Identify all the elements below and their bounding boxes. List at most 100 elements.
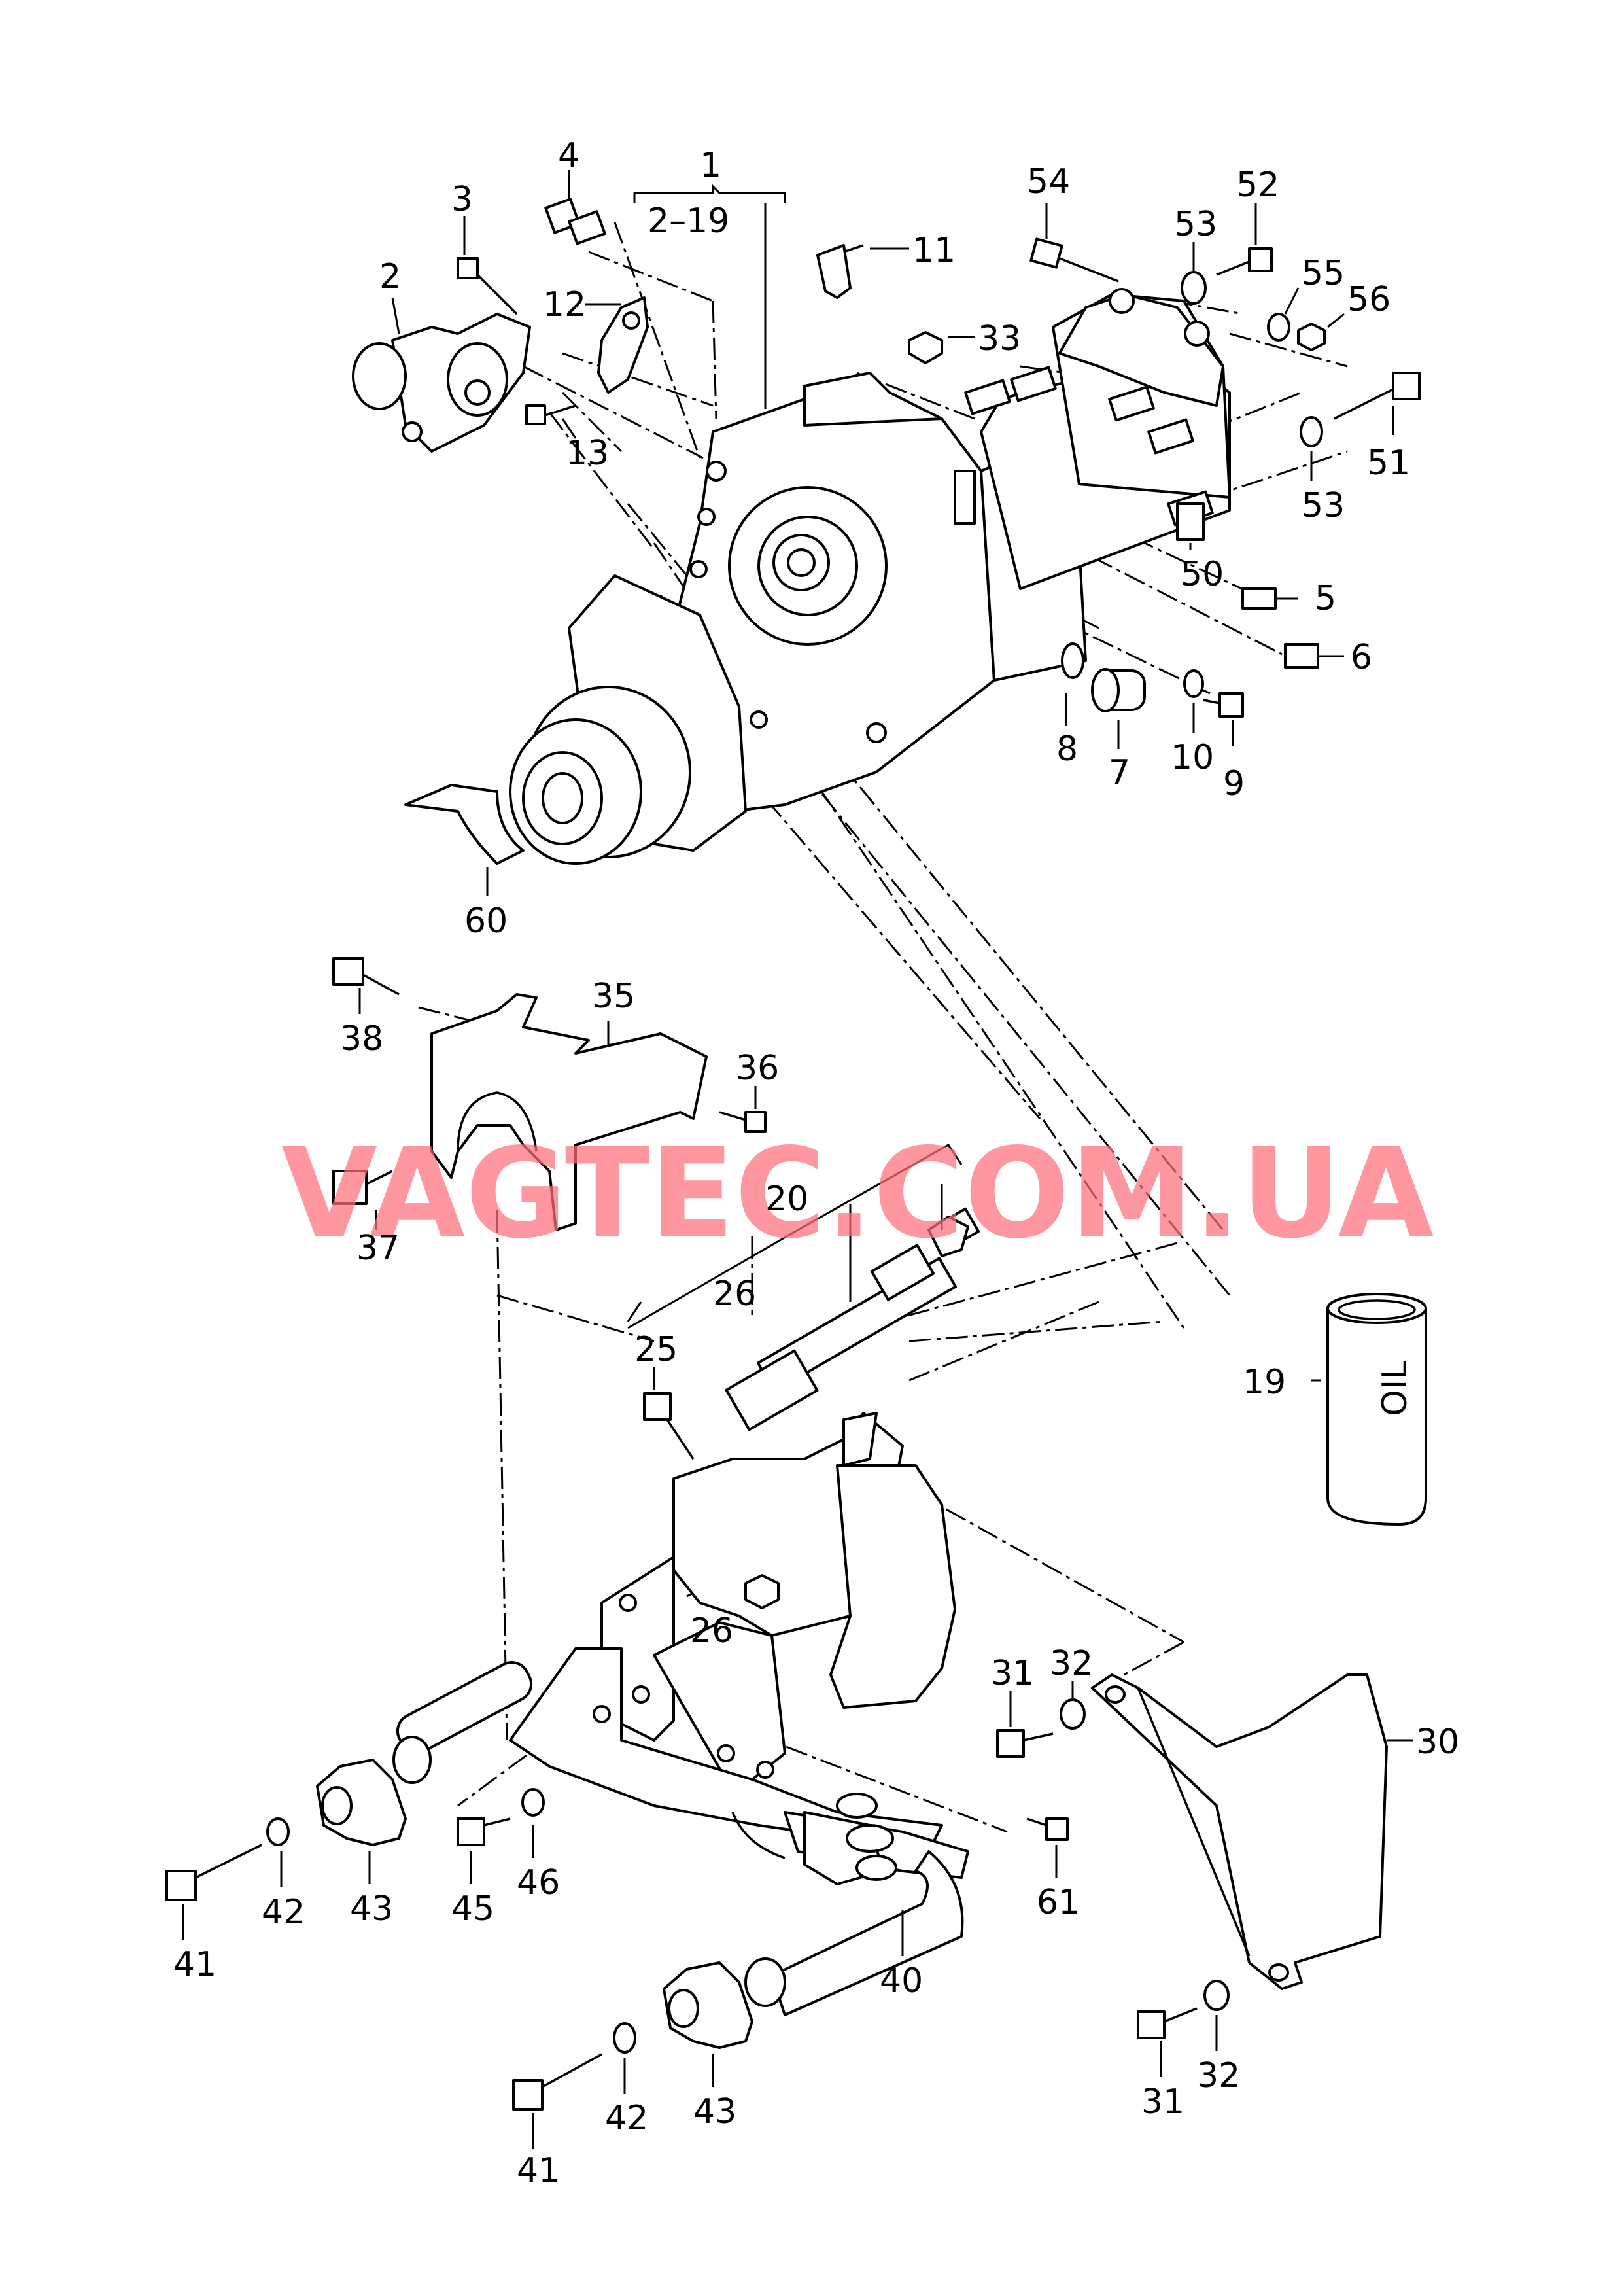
callout-42-lower: 42 (605, 2099, 648, 2138)
callout-13: 13 (566, 434, 609, 473)
callout-46: 46 (517, 1863, 560, 1902)
part-38-bolt (332, 957, 400, 1014)
part-41-bolt-lower (512, 2053, 602, 2149)
part-54-bolt (1029, 203, 1119, 283)
callout-10: 10 (1171, 738, 1214, 777)
callout-31-upper: 31 (991, 1654, 1034, 1693)
callout-56: 56 (1347, 280, 1391, 319)
callout-53-lower: 53 (1302, 486, 1345, 525)
part-43-bushing-upper (316, 1759, 407, 1884)
part-51-bolt (1334, 372, 1421, 435)
callout-30: 30 (1416, 1723, 1459, 1762)
part-37-bolt (332, 1170, 393, 1230)
part-26-nut (744, 1574, 780, 1609)
part-30-heat-shield (1091, 1673, 1413, 1990)
part-36-bolt (719, 1086, 767, 1133)
callout-38: 38 (340, 1019, 383, 1059)
callout-3: 3 (451, 180, 473, 219)
transfer-case-housing (509, 288, 1231, 865)
callout-12: 12 (543, 285, 586, 324)
part-5-plug (1241, 587, 1298, 610)
callout-labels: 1 2–19 2 3 4 5 6 7 8 9 10 11 12 13 19 20… (173, 136, 1459, 2190)
callout-40: 40 (880, 1961, 923, 2001)
group-label-bracket (633, 184, 786, 409)
part-13-bolt (525, 404, 577, 439)
part-53-washer-bottom (1300, 416, 1323, 481)
callout-32-lower: 32 (1197, 2056, 1240, 2095)
callout-4: 4 (558, 136, 579, 175)
part-46-washer (521, 1788, 545, 1858)
callout-43-lower: 43 (693, 2092, 736, 2131)
callout-36: 36 (736, 1049, 779, 1088)
part-42-washer-upper (266, 1817, 290, 1887)
part-40-crossmember (392, 1412, 969, 2016)
part-25-bolt (643, 1367, 695, 1460)
part-50-dowel (1176, 502, 1205, 550)
part-19-oil-can: OIL (1311, 1293, 1427, 1526)
part-53-washer-top (1181, 242, 1207, 305)
part-9-bolt (1203, 692, 1244, 746)
part-7-cap (1091, 668, 1146, 749)
callout-2: 2 (379, 257, 401, 296)
callout-19: 19 (1243, 1363, 1286, 1402)
callout-9: 9 (1223, 764, 1245, 803)
callout-5: 5 (1315, 579, 1336, 618)
callout-8: 8 (1056, 729, 1078, 769)
callout-1: 1 (700, 146, 721, 185)
part-33-nut (908, 331, 975, 364)
callout-42-upper: 42 (262, 1893, 305, 1932)
part-10-washer (1183, 669, 1204, 733)
callout-53-upper: 53 (1174, 205, 1217, 244)
callout-25: 25 (634, 1330, 678, 1369)
part-3-bolt (457, 216, 518, 315)
callout-7: 7 (1109, 753, 1130, 792)
callout-50: 50 (1181, 555, 1224, 594)
part-11-breather (816, 244, 909, 299)
callout-32-upper: 32 (1050, 1644, 1093, 1683)
part-31-bolt-upper (996, 1691, 1054, 1758)
part-42-washer-lower (613, 2022, 636, 2094)
callout-31-lower: 31 (1141, 2082, 1184, 2122)
callout-26-lower: 26 (690, 1611, 733, 1651)
callout-52: 52 (1236, 166, 1279, 205)
callout-54: 54 (1027, 162, 1070, 201)
part-52-bolt (1216, 203, 1273, 276)
callout-51: 51 (1367, 444, 1410, 483)
callout-11: 11 (912, 231, 956, 270)
callout-20: 20 (765, 1180, 808, 1219)
part-56-nut (1297, 313, 1345, 351)
part-12-bracket (585, 296, 649, 394)
callout-26-upper: 26 (713, 1274, 756, 1314)
callout-60: 60 (464, 902, 508, 941)
part-20-actuator-rod (627, 1144, 980, 1431)
callout-61: 61 (1037, 1883, 1080, 1922)
part-32-washer-lower (1203, 1980, 1230, 2051)
oil-can-marking: OIL (1375, 1361, 1415, 1416)
callout-45: 45 (451, 1889, 494, 1929)
callout-6: 6 (1351, 638, 1372, 677)
part-35-heat-shield (430, 993, 708, 1231)
callout-33: 33 (978, 319, 1021, 359)
callout-37: 37 (356, 1229, 400, 1268)
callout-41-lower: 41 (517, 2151, 560, 2190)
callout-43-upper: 43 (350, 1889, 393, 1929)
part-43-bushing-lower (663, 1961, 753, 2087)
part-55-washer (1267, 287, 1300, 342)
part-45-bolt (457, 1817, 511, 1884)
part-32-washer-upper (1060, 1681, 1086, 1730)
part-61-bolt (1026, 1817, 1069, 1878)
callout-2-19: 2–19 (648, 201, 729, 241)
callout-35: 35 (592, 977, 635, 1016)
part-31-bolt-lower (1137, 2007, 1198, 2077)
part-4-sensor (544, 170, 606, 245)
part-60-seal (404, 784, 525, 896)
watermark: VAGTEC.COM.UA (281, 1121, 1434, 1266)
part-6-plug (1284, 643, 1344, 669)
callout-55: 55 (1302, 254, 1345, 293)
part-41-bolt-upper (165, 1844, 262, 1940)
part-2-actuator (352, 297, 531, 453)
part-8-oring (1061, 642, 1084, 726)
callout-41-upper: 41 (173, 1945, 216, 1984)
